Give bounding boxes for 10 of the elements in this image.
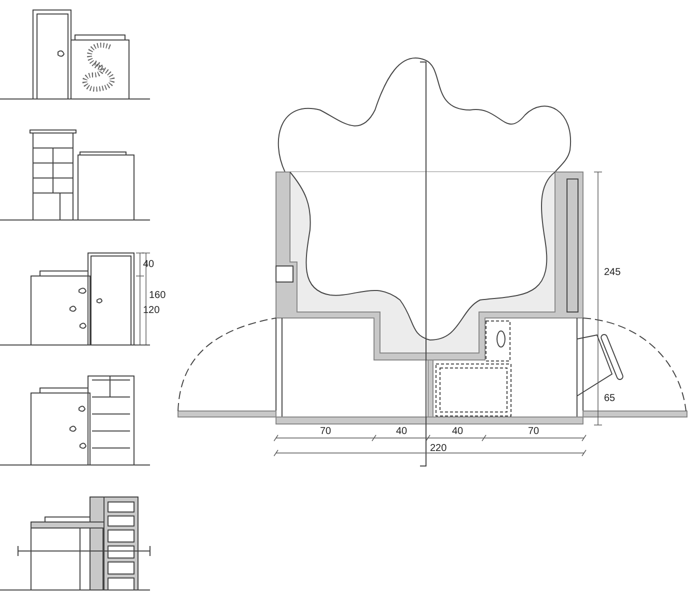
dimension-label: 40	[143, 259, 154, 270]
dimension-label: 40	[396, 426, 408, 437]
dimension-label: 120	[143, 305, 160, 316]
dimension-label: 220	[430, 443, 447, 454]
dimension-label: 70	[320, 426, 332, 437]
dimension-label: 160	[149, 290, 166, 301]
dimension-label: 245	[604, 267, 621, 278]
dimension-label: 40	[452, 426, 464, 437]
dimension-label: 70	[528, 426, 540, 437]
dimension-label: 65	[604, 393, 616, 404]
